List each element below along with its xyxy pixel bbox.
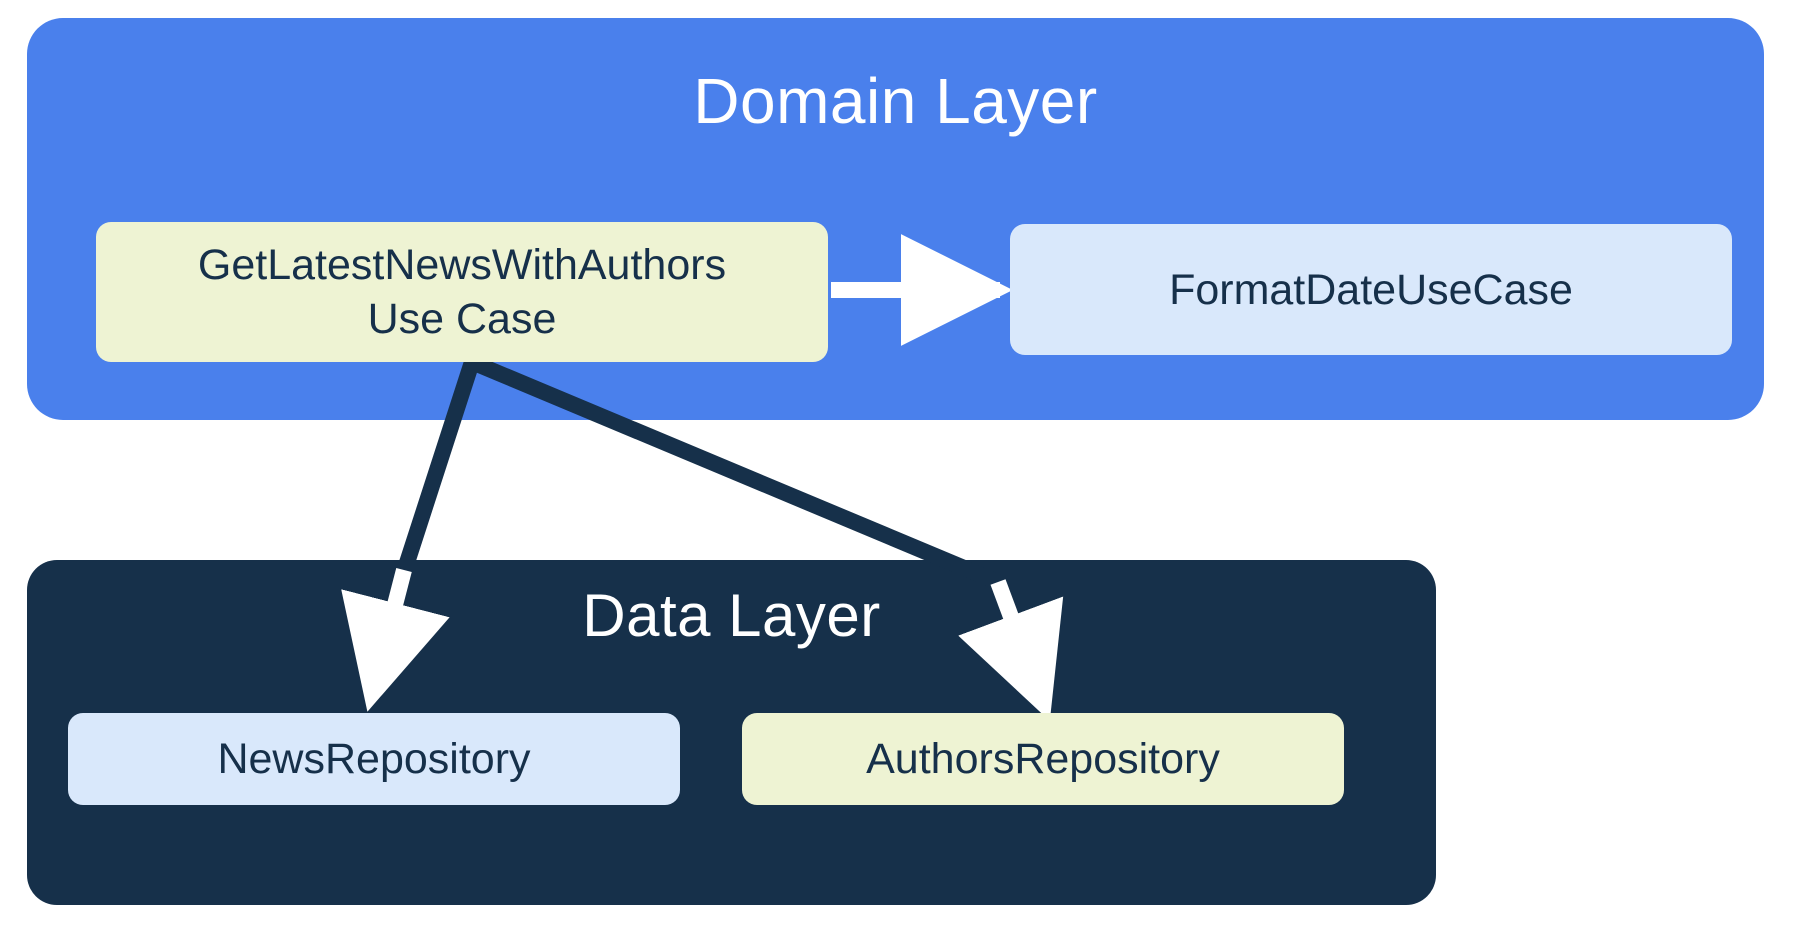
node-label-line1: GetLatestNewsWithAuthors — [197, 241, 727, 289]
data-layer-title: Data Layer — [582, 582, 881, 649]
node-get-latest-news-with-authors-use-case[interactable]: GetLatestNewsWithAuthors Use Case — [96, 222, 828, 362]
node-format-date-use-case[interactable]: FormatDateUseCase — [1010, 224, 1732, 355]
node-label: FormatDateUseCase — [1169, 265, 1573, 314]
node-news-repository[interactable]: NewsRepository — [68, 713, 680, 805]
node-label: NewsRepository — [217, 735, 531, 783]
domain-layer-title: Domain Layer — [693, 65, 1098, 137]
node-label: GetLatestNewsWithAuthors Use Case — [198, 238, 726, 346]
node-label: AuthorsRepository — [866, 735, 1220, 783]
node-label-line2: Use Case — [367, 295, 557, 343]
node-authors-repository[interactable]: AuthorsRepository — [742, 713, 1344, 805]
